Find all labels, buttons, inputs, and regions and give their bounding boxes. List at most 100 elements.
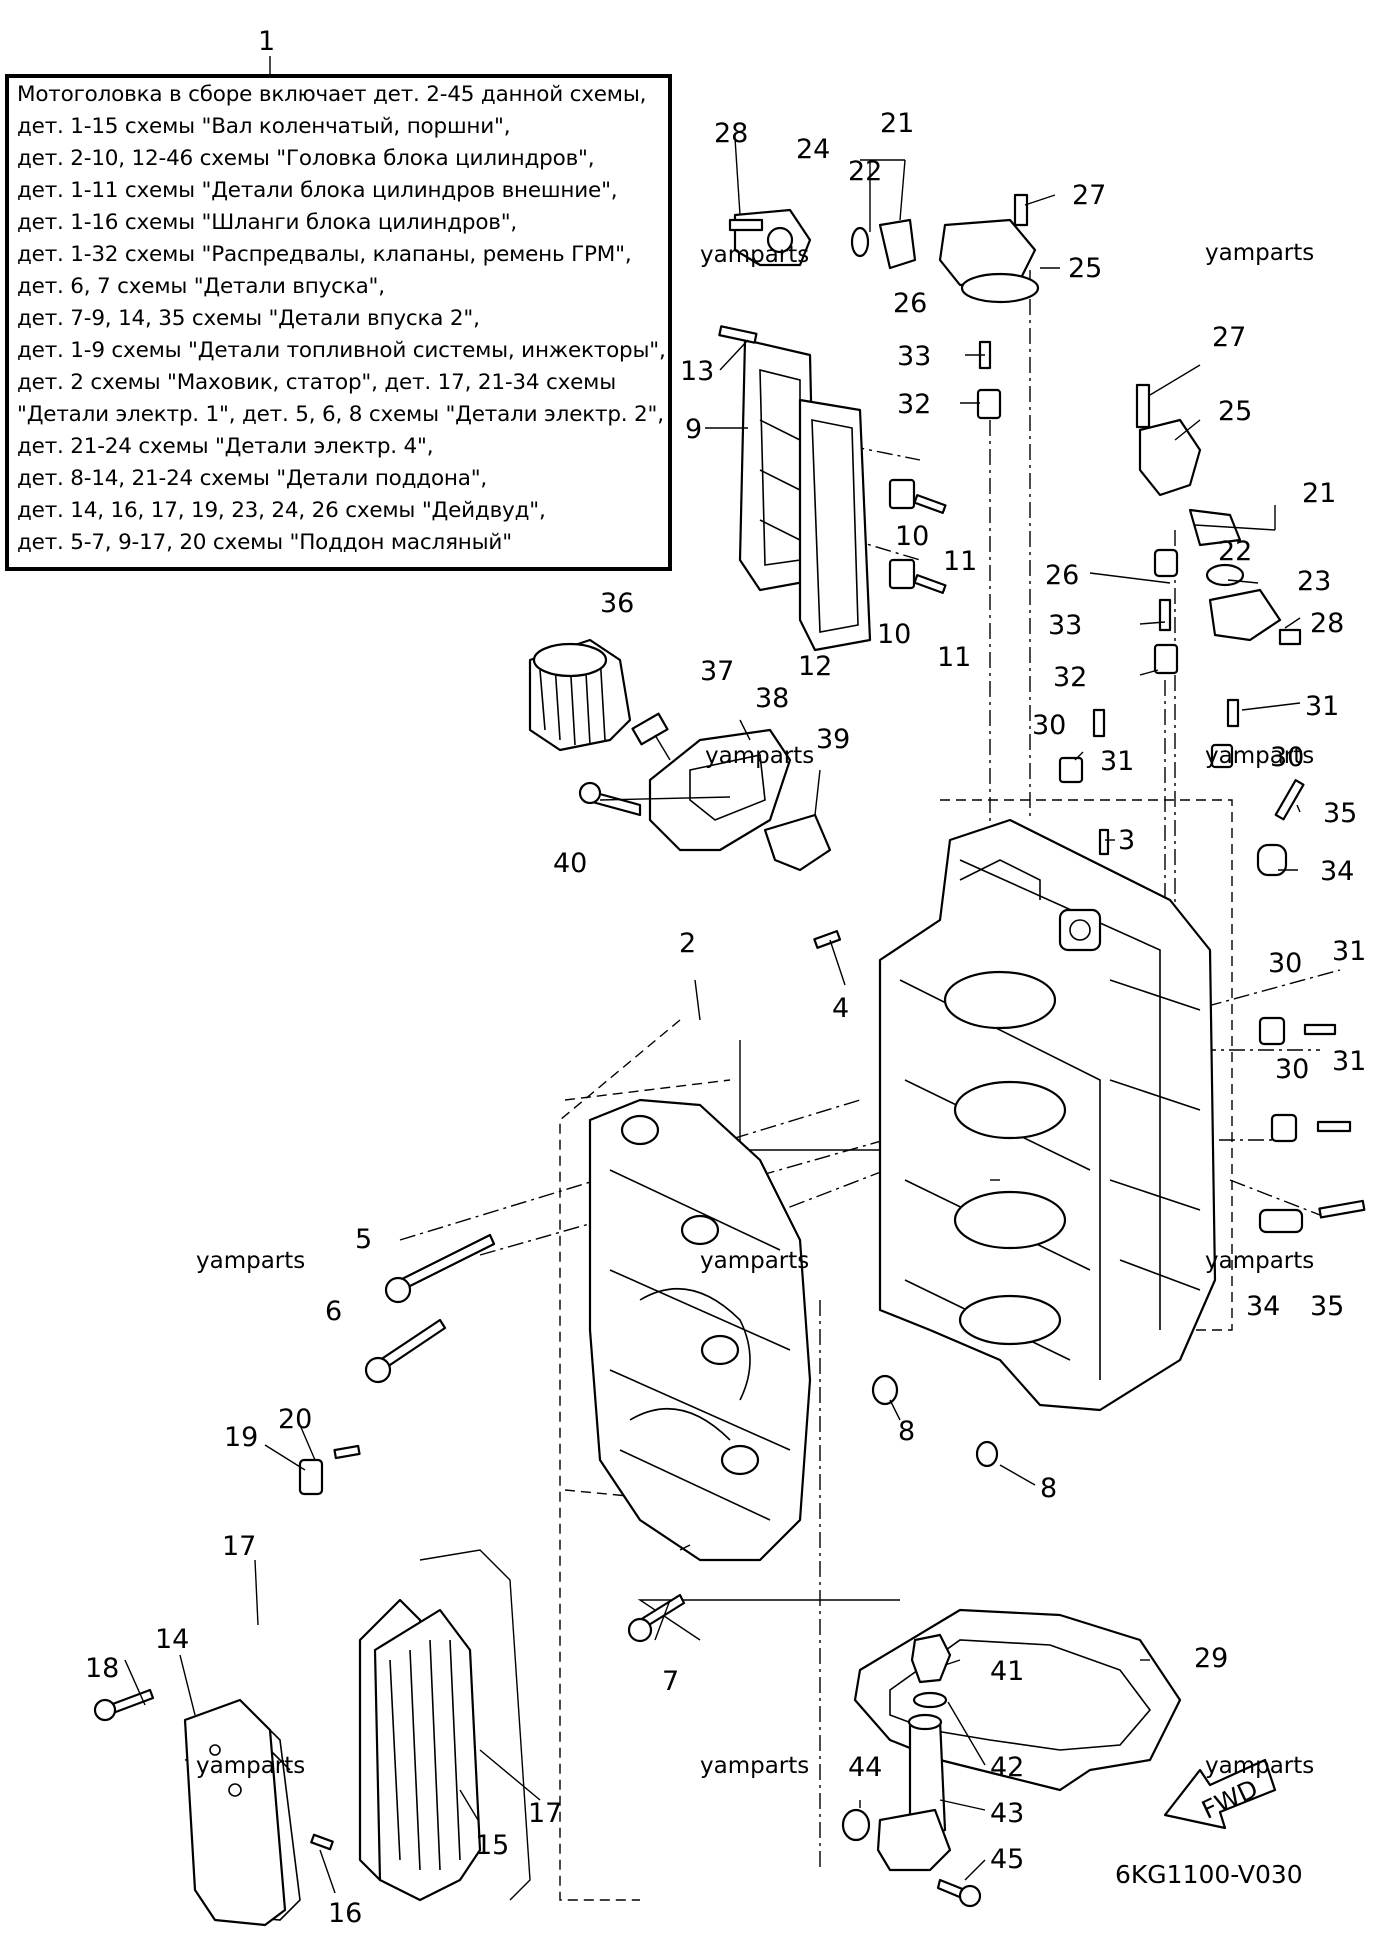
watermark: yamparts [1205,240,1314,266]
watermark: yamparts [1205,743,1314,769]
callout-33: 33 [897,341,931,372]
callout-29: 29 [1194,1643,1228,1674]
callout-8: 8 [898,1416,915,1447]
watermark: yamparts [700,1753,809,1779]
sensor-30 [1258,1016,1286,1046]
callout-31d: 31 [1332,1046,1366,1077]
callout-13: 13 [680,356,714,387]
gasket-39 [763,813,832,872]
block-10 [888,478,916,510]
callout-17b: 17 [528,1798,562,1829]
bolt-31 [1226,698,1240,728]
callout-15: 15 [475,1830,509,1861]
callout-26: 26 [893,288,927,319]
callout-40: 40 [553,848,587,879]
callout-28b: 28 [1310,608,1344,639]
callout-3: 3 [1118,825,1135,856]
callout-34: 34 [1320,856,1354,887]
filter-bracket-38 [648,728,792,852]
callout-2: 2 [679,928,696,959]
bolt-20 [333,1444,361,1460]
callout-32b: 32 [1053,662,1087,693]
thermostat-group-right [1135,383,1302,675]
cylinder-block [878,818,1217,1412]
callout-22: 22 [848,156,882,187]
exhaust-cover [358,1549,531,1902]
bolt-31 [1303,1023,1337,1036]
callout-5: 5 [355,1224,372,1255]
clip-19 [298,1458,324,1496]
callout-23: 23 [1297,566,1331,597]
plug-34 [1256,843,1288,877]
callout-26b: 26 [1045,560,1079,591]
plug-41 [910,1633,952,1684]
callout-45: 45 [990,1844,1024,1875]
o-ring-8 [975,1440,999,1468]
sensor-30 [1210,743,1234,769]
note-line: дет. 21-24 схемы "Детали электр. 4", [17,434,434,459]
callout-35b: 35 [1310,1291,1344,1322]
bolt-5 [384,1233,496,1304]
callout-27: 27 [1072,180,1106,211]
callout-11: 11 [943,546,977,577]
pin-16 [310,1833,334,1851]
watermark: yamparts [700,242,809,268]
cylinder-head [588,1098,812,1562]
watermark: yamparts [196,1248,305,1274]
watermark: yamparts [1205,1248,1314,1274]
o-ring-42 [912,1691,948,1709]
callout-1: 1 [258,26,275,57]
watermark: yamparts [1205,1753,1314,1779]
note-line: дет. 7-9, 14, 35 схемы "Детали впуска 2"… [17,306,480,331]
callout-38: 38 [755,683,789,714]
callout-12: 12 [798,651,832,682]
callout-19: 19 [224,1422,258,1453]
plug-34 [1258,1208,1304,1234]
callout-31: 31 [1100,746,1134,777]
callout-24: 24 [796,134,830,165]
bolt-11 [913,574,947,594]
pin-3 [1098,828,1110,856]
callout-43: 43 [990,1798,1024,1829]
callout-36: 36 [600,588,634,619]
cover-14 [183,1698,287,1927]
callout-30b: 30 [1270,742,1304,773]
note-line: дет. 2 схемы "Маховик, статор", дет. 17,… [17,370,616,395]
bolt-18 [108,1688,155,1715]
callout-9: 9 [685,414,702,445]
callout-10b: 10 [877,619,911,650]
o-ring-8 [871,1374,899,1406]
note-line: дет. 8-14, 21-24 схемы "Детали поддона", [17,466,488,491]
callout-4: 4 [832,993,849,1024]
bolt-13 [718,325,758,344]
callout-25: 25 [1068,253,1102,284]
callout-8b: 8 [1040,1473,1057,1504]
callout-31b: 31 [1305,691,1339,722]
callout-17: 17 [222,1531,256,1562]
callout-27b: 27 [1212,322,1246,353]
callout-21b: 21 [1302,478,1336,509]
note-box: Мотоголовка в сборе включает дет. 2-45 д… [5,74,672,571]
note-line: дет. 2-10, 12-46 схемы "Головка блока ци… [17,146,595,171]
cylinder-block-outline [940,799,1233,1370]
gasket-12 [798,398,872,652]
callout-30c: 30 [1268,948,1302,979]
callout-7: 7 [662,1666,679,1697]
bolt-31 [1316,1120,1352,1133]
drawing-code: 6KG1100-V030 [1115,1860,1303,1889]
callout-37: 37 [700,656,734,687]
bolt-35 [1318,1199,1366,1219]
callout-28: 28 [714,118,748,149]
sensor-30 [1058,756,1084,784]
callout-16: 16 [328,1898,362,1929]
dowel-4 [813,930,842,949]
callout-6: 6 [325,1296,342,1327]
callout-33b: 33 [1048,610,1082,641]
note-line: "Детали электр. 1", дет. 5, 6, 8 схемы "… [17,402,664,427]
bolt-31 [1092,708,1106,738]
note-line: дет. 5-7, 9-17, 20 схемы "Поддон масляны… [17,530,512,555]
note-line: дет. 1-11 схемы "Детали блока цилиндров … [17,178,618,203]
note-line: дет. 1-16 схемы "Шланги блока цилиндров"… [17,210,518,235]
block-10 [888,558,916,590]
